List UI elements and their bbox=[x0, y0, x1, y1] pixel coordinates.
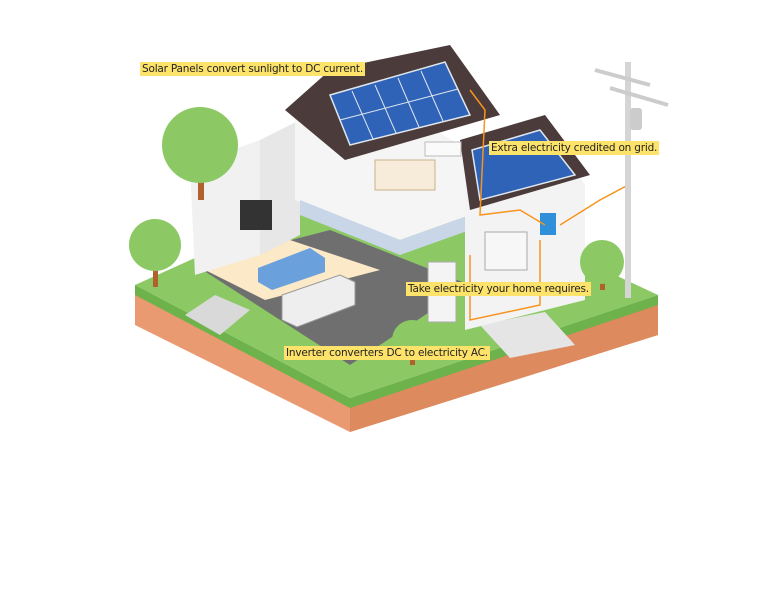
solar-panels-label: Solar Panels convert sunlight to DC curr… bbox=[140, 62, 365, 76]
pole-crossbar bbox=[609, 86, 669, 107]
steps bbox=[185, 295, 250, 335]
kitchen-counter bbox=[281, 274, 356, 328]
inverter bbox=[540, 213, 556, 235]
tree bbox=[129, 219, 181, 287]
utility-pole bbox=[625, 62, 631, 298]
panel-grid bbox=[339, 70, 459, 140]
transformer bbox=[630, 108, 642, 130]
main-solar-panel bbox=[328, 61, 472, 146]
island-soil-shade bbox=[350, 305, 658, 432]
wire bbox=[469, 89, 546, 226]
pole-crossbar bbox=[594, 68, 651, 87]
washer bbox=[484, 231, 528, 271]
upper-floor bbox=[300, 200, 470, 255]
bed bbox=[374, 159, 436, 191]
back-wall bbox=[260, 120, 300, 255]
home-electricity-label: Take electricity your home requires. bbox=[406, 282, 591, 296]
walkway bbox=[480, 312, 575, 358]
grid-credit-label: Extra electricity credited on grid. bbox=[489, 141, 660, 155]
grass-edge bbox=[135, 285, 658, 408]
air-conditioner bbox=[424, 141, 462, 157]
inverter-label: Inverter converters DC to electricity AC… bbox=[284, 346, 490, 360]
tv bbox=[240, 200, 272, 230]
tree bbox=[162, 107, 238, 200]
tree bbox=[580, 240, 624, 290]
sofa bbox=[258, 248, 325, 290]
